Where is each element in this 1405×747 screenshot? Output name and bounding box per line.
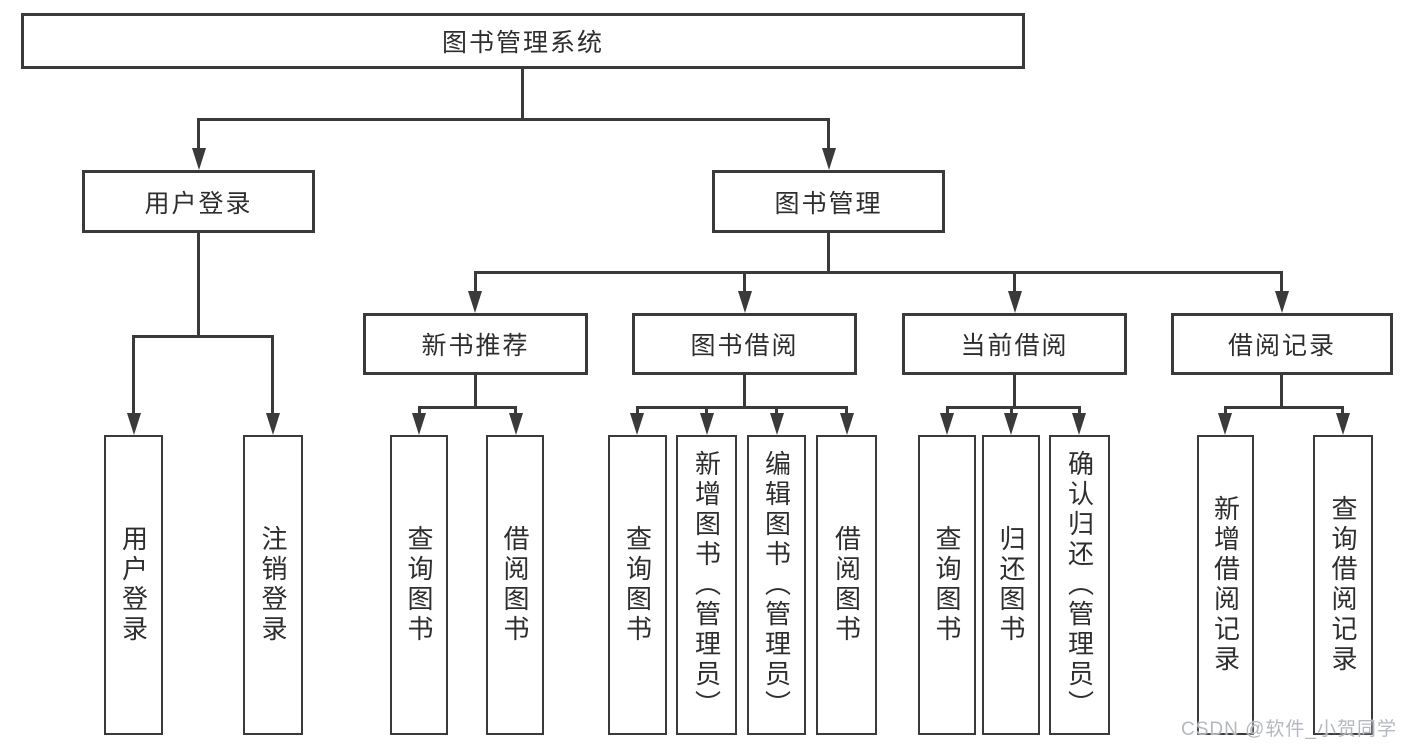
- leaf-query-books-recommend: 查询图书: [390, 435, 448, 735]
- node-user-login-label: 用户登录: [144, 189, 253, 218]
- leaf-add-books-admin-label: 新增图书（管理员）: [691, 450, 722, 720]
- leaf-borrow-books-label: 借阅图书: [831, 525, 862, 645]
- arrowhead-a2: [509, 413, 523, 435]
- arrowhead-b4: [840, 413, 854, 435]
- leaf-query-books-current: 查询图书: [918, 435, 976, 735]
- arrowhead-b2: [700, 413, 714, 435]
- leaf-query-borrow-record-label: 查询借阅记录: [1328, 495, 1358, 675]
- connector-drop-c1: [946, 406, 949, 415]
- connector-user-login-branch: [132, 335, 274, 338]
- connector-new-book-stem: [474, 375, 477, 406]
- node-borrow-records: 借阅记录: [1171, 313, 1393, 375]
- node-user-login: 用户登录: [82, 170, 315, 233]
- arrowhead-b3: [770, 413, 784, 435]
- arrowhead-c1: [940, 413, 954, 435]
- leaf-user-login: 用户登录: [104, 435, 163, 735]
- leaf-edit-books-admin: 编辑图书（管理员）: [747, 435, 806, 735]
- connector-borrow-records-branch: [1224, 406, 1344, 409]
- connector-borrow-records-stem: [1280, 375, 1283, 406]
- node-root: 图书管理系统: [21, 13, 1025, 69]
- leaf-edit-books-admin-label: 编辑图书（管理员）: [761, 450, 792, 720]
- leaf-borrow-books-recommend: 借阅图书: [486, 435, 544, 735]
- leaf-confirm-return-admin: 确认归还（管理员）: [1049, 435, 1110, 735]
- arrowhead-current-borrow: [1008, 291, 1022, 313]
- node-new-book-recommend: 新书推荐: [363, 313, 588, 375]
- arrowhead-book-borrow: [738, 291, 752, 313]
- connector-book-borrow-branch: [636, 406, 847, 409]
- leaf-user-login-label: 用户登录: [118, 525, 149, 645]
- connector-drop-c2: [1010, 406, 1013, 415]
- connector-drop-book-borrow: [743, 271, 746, 293]
- csdn-watermark: CSDN @软件_小贺同学: [1181, 719, 1397, 740]
- connector-current-borrow-stem: [1013, 375, 1016, 406]
- connector-book-management-stem: [827, 233, 830, 271]
- arrowhead-d2: [1336, 413, 1350, 435]
- leaf-confirm-return-admin-label: 确认归还（管理员）: [1064, 450, 1095, 720]
- connector-drop-book-management: [827, 118, 830, 150]
- connector-drop-b2: [705, 406, 708, 415]
- node-new-book-recommend-label: 新书推荐: [421, 332, 530, 360]
- connector-drop-logout-leaf: [271, 335, 274, 415]
- arrowhead-d1: [1218, 413, 1232, 435]
- leaf-logout: 注销登录: [243, 435, 303, 735]
- arrowhead-user-login: [192, 148, 206, 170]
- leaf-return-books: 归还图书: [982, 435, 1040, 735]
- arrowhead-c2: [1004, 413, 1018, 435]
- node-book-borrow-label: 图书借阅: [690, 332, 799, 360]
- connector-drop-current-borrow: [1013, 271, 1016, 293]
- connector-current-borrow-branch: [946, 406, 1080, 409]
- leaf-query-books-borrow-label: 查询图书: [622, 525, 653, 645]
- connector-drop-borrow-records: [1280, 271, 1283, 293]
- node-book-borrow: 图书借阅: [632, 313, 857, 375]
- leaf-logout-label: 注销登录: [258, 525, 288, 645]
- arrowhead-b1: [630, 413, 644, 435]
- connector-root-stem: [521, 69, 524, 118]
- connector-drop-b1: [636, 406, 639, 415]
- connector-book-management-branch: [474, 271, 1282, 274]
- leaf-query-books-recommend-label: 查询图书: [404, 525, 434, 645]
- connector-book-borrow-stem: [743, 375, 746, 406]
- connector-drop-a1: [418, 406, 421, 415]
- leaf-borrow-books-recommend-label: 借阅图书: [500, 525, 530, 645]
- leaf-query-books-current-label: 查询图书: [932, 525, 962, 645]
- leaf-return-books-label: 归还图书: [996, 525, 1026, 645]
- node-current-borrow: 当前借阅: [902, 313, 1127, 375]
- connector-drop-b3: [775, 406, 778, 415]
- arrowhead-c3: [1072, 413, 1086, 435]
- leaf-add-borrow-record: 新增借阅记录: [1197, 435, 1254, 735]
- arrowhead-borrow-records: [1275, 291, 1289, 313]
- arrowhead-logout-leaf: [266, 413, 280, 435]
- leaf-add-borrow-record-label: 新增借阅记录: [1210, 495, 1241, 675]
- leaf-query-books-borrow: 查询图书: [608, 435, 667, 735]
- connector-drop-d1: [1224, 406, 1227, 415]
- arrowhead-book-management: [822, 148, 836, 170]
- connector-drop-new-book: [474, 271, 477, 293]
- connector-drop-a2: [514, 406, 517, 415]
- node-book-management-label: 图书管理: [774, 189, 883, 218]
- leaf-add-books-admin: 新增图书（管理员）: [676, 435, 737, 735]
- leaf-query-borrow-record: 查询借阅记录: [1313, 435, 1373, 735]
- node-borrow-records-label: 借阅记录: [1227, 332, 1336, 360]
- node-root-label: 图书管理系统: [441, 29, 604, 57]
- arrowhead-login-leaf: [127, 413, 141, 435]
- node-current-borrow-label: 当前借阅: [960, 332, 1069, 360]
- connector-drop-login-leaf: [132, 335, 135, 415]
- connector-drop-d2: [1341, 406, 1344, 415]
- arrowhead-a1: [412, 413, 426, 435]
- connector-drop-user-login: [197, 118, 200, 150]
- connector-drop-c3: [1078, 406, 1081, 415]
- arrowhead-new-book: [468, 291, 482, 313]
- connector-user-login-stem: [197, 233, 200, 335]
- connector-drop-b4: [845, 406, 848, 415]
- leaf-borrow-books: 借阅图书: [816, 435, 877, 735]
- connector-new-book-branch: [418, 406, 517, 409]
- connector-root-branch: [197, 118, 830, 121]
- node-book-management: 图书管理: [712, 170, 945, 233]
